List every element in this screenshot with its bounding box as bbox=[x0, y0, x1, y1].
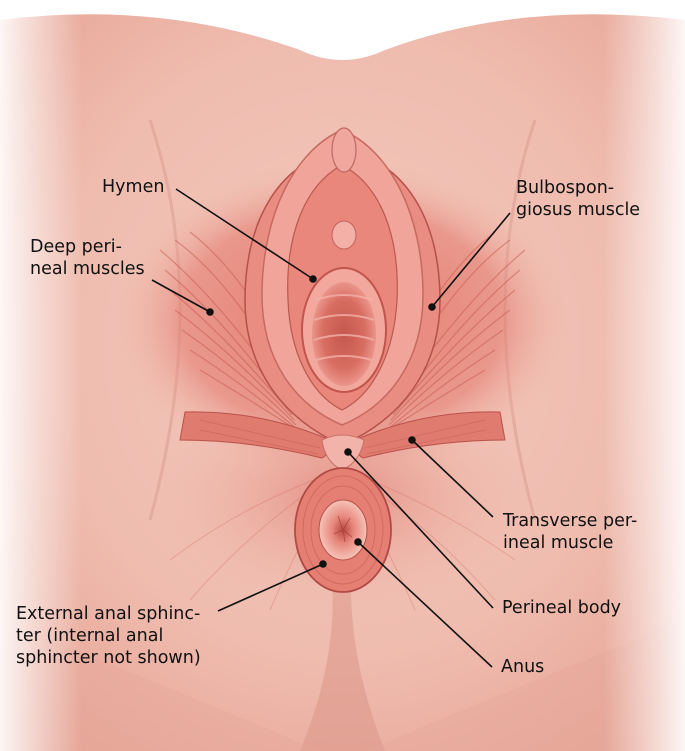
label-anus: Anus bbox=[501, 656, 544, 678]
label-eas-line-1: External anal sphinc- bbox=[16, 603, 201, 625]
label-deep-perineal-line-1: Deep peri- bbox=[30, 236, 145, 258]
label-perineal-body-line-1: Perineal body bbox=[502, 597, 621, 619]
label-external-anal-sphincter: External anal sphinc- ter (internal anal… bbox=[16, 603, 201, 669]
label-bulbospongiosus: Bulbospon- giosus muscle bbox=[516, 177, 640, 221]
label-eas-line-3: sphincter not shown) bbox=[16, 647, 201, 669]
label-deep-perineal-line-2: neal muscles bbox=[30, 258, 145, 280]
label-hymen: Hymen bbox=[102, 176, 164, 198]
label-eas-line-2: ter (internal anal bbox=[16, 625, 201, 647]
label-bulbospongiosus-line-2: giosus muscle bbox=[516, 199, 640, 221]
label-transverse-perineal-muscle: Transverse per- ineal muscle bbox=[503, 510, 637, 554]
label-hymen-line-1: Hymen bbox=[102, 176, 164, 198]
label-transverse-line-2: ineal muscle bbox=[503, 532, 637, 554]
label-perineal-body: Perineal body bbox=[502, 597, 621, 619]
label-bulbospongiosus-line-1: Bulbospon- bbox=[516, 177, 640, 199]
label-deep-perineal-muscles: Deep peri- neal muscles bbox=[30, 236, 145, 280]
label-anus-line-1: Anus bbox=[501, 656, 544, 678]
label-transverse-line-1: Transverse per- bbox=[503, 510, 637, 532]
